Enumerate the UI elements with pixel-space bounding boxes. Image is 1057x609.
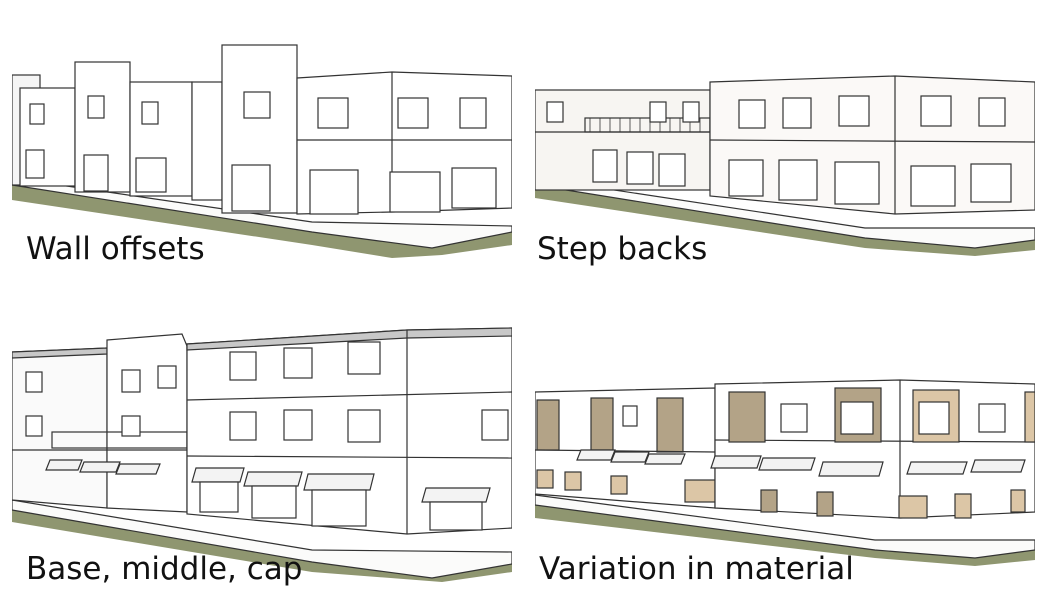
wall-offsets-illustration <box>12 44 512 258</box>
panel-step-backs: Step backs <box>535 0 1035 300</box>
step-backs-illustration <box>535 75 1035 256</box>
panel-wall-offsets: Wall offsets <box>12 0 512 300</box>
caption-wall-offsets: Wall offsets <box>26 231 205 267</box>
caption-variation-in-material: Variation in material <box>539 551 854 587</box>
caption-step-backs: Step backs <box>537 231 708 267</box>
variation-in-material-illustration <box>535 379 1035 566</box>
panel-base-middle-cap: Base, middle, cap <box>12 300 512 600</box>
caption-base-middle-cap: Base, middle, cap <box>26 551 303 587</box>
base-middle-cap-illustration <box>12 327 512 582</box>
panel-variation-in-material: Variation in material <box>535 300 1035 600</box>
